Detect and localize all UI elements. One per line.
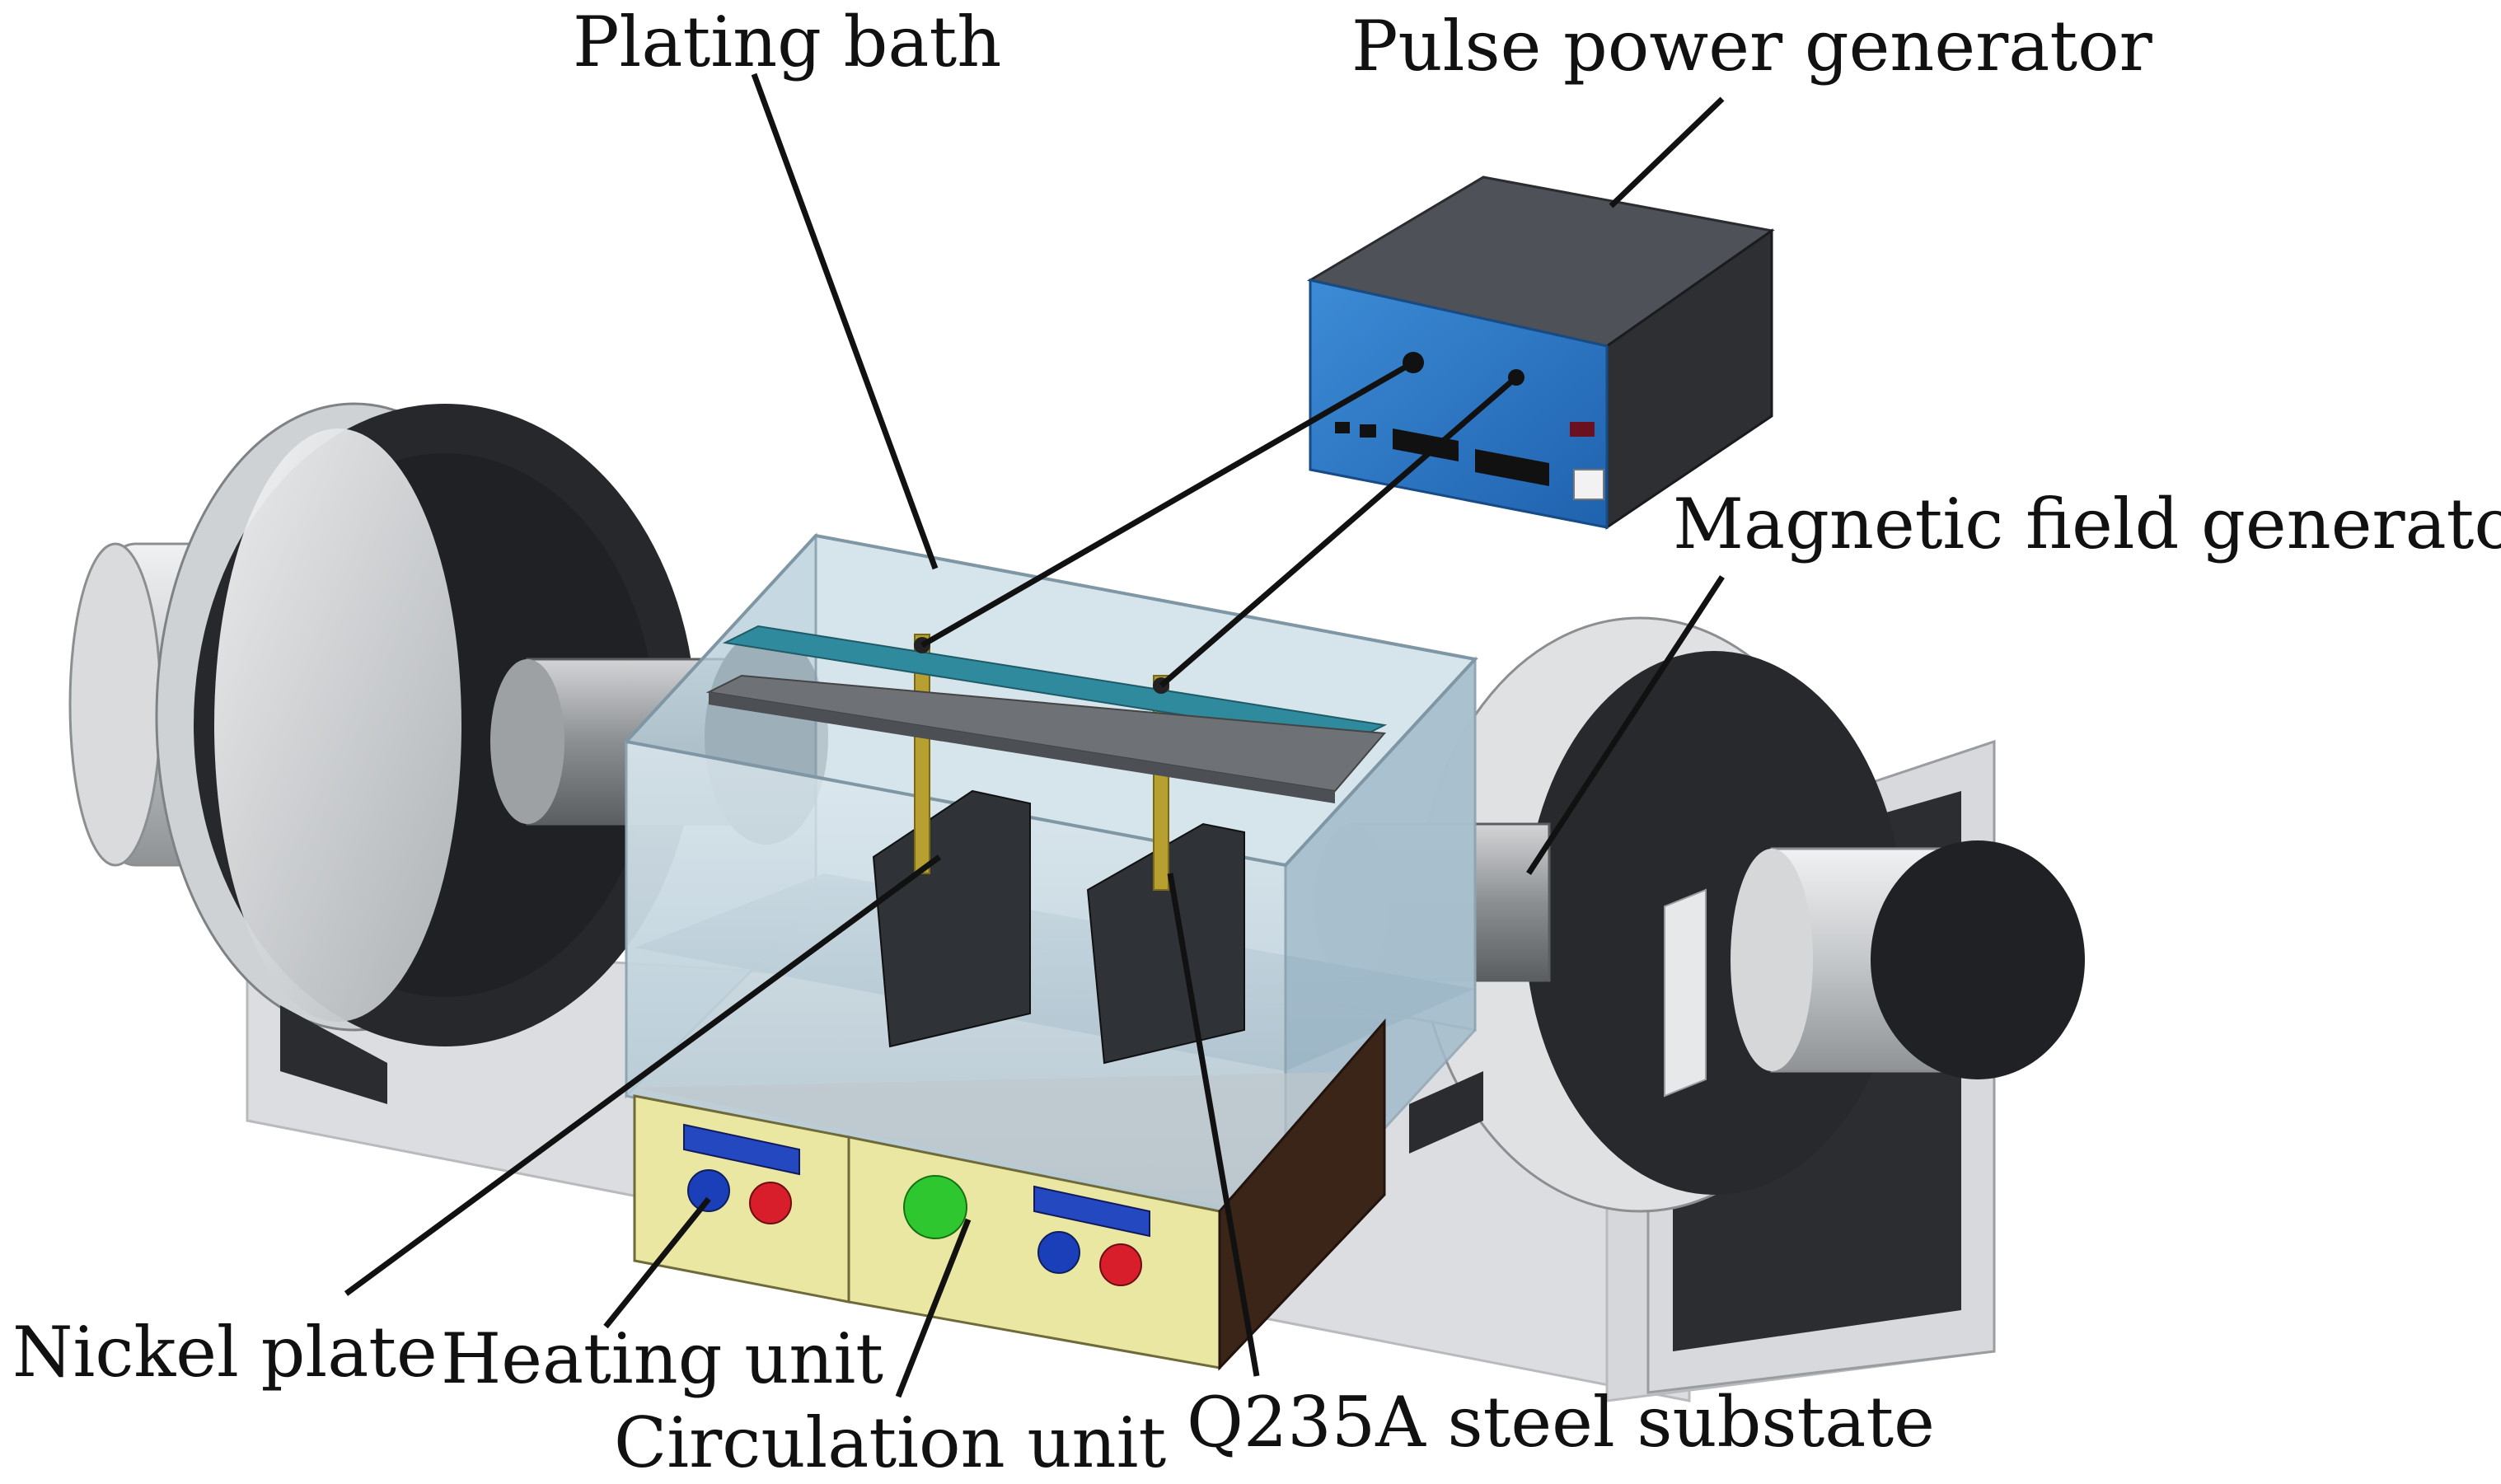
leader-lines: [344, 73, 1725, 1398]
leader-circulation-unit: [895, 1218, 972, 1398]
label-steel-substrate: Q235A steel substate: [1187, 1382, 1935, 1463]
nickel-plate-electrode: [872, 789, 1031, 1048]
label-pulse-power-generator: Pulse power generator: [1351, 6, 2153, 87]
leader-plating-bath: [751, 73, 939, 570]
leader-pulse-power-generator: [1609, 96, 1725, 208]
label-heating-unit: Heating unit: [441, 1318, 883, 1399]
heating-button-blue: [687, 1169, 730, 1212]
heating-button-red: [749, 1182, 792, 1224]
label-circulation-unit: Circulation unit: [614, 1402, 1166, 1483]
circulation-display: [1033, 1185, 1150, 1238]
heating-display: [683, 1123, 800, 1176]
leader-heating-unit: [603, 1196, 711, 1329]
pulse-power-generator: [1306, 176, 1775, 530]
electrode-assembly: [705, 625, 1388, 1065]
circulation-indicator-green: [903, 1175, 967, 1239]
control-base: [633, 1018, 1386, 1371]
circulation-button-red: [1099, 1243, 1142, 1286]
label-plating-bath: Plating bath: [573, 2, 1001, 82]
power-wires: [920, 359, 1519, 688]
leader-steel-substrate: [1167, 873, 1260, 1377]
label-nickel-plate: Nickel plate: [12, 1312, 438, 1393]
circulation-button-blue: [1037, 1231, 1080, 1274]
leader-magnetic-field-generator: [1526, 575, 1725, 875]
steel-substrate-electrode: [1086, 822, 1245, 1065]
label-magnetic-field-generator: Magnetic field generator: [1673, 484, 2501, 564]
leader-nickel-plate: [344, 854, 942, 1296]
